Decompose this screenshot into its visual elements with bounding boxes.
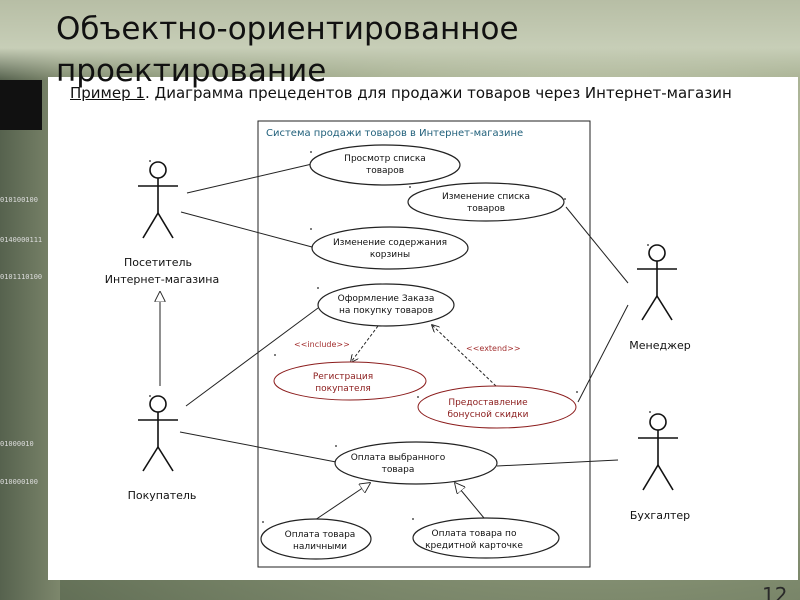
use-case-change-cart-label-2: корзины bbox=[370, 250, 410, 260]
use-case-pay-card-label-1: Оплата товара по bbox=[432, 529, 517, 539]
background-top-band bbox=[0, 0, 800, 80]
include-stereotype-label: <<include>> bbox=[294, 340, 350, 349]
generalization-cash-pay bbox=[314, 483, 370, 521]
actor-manager-label: Менеджер bbox=[629, 339, 691, 352]
use-case-view-list: Просмотр списка товаров bbox=[309, 144, 461, 186]
use-case-pay-card-label-2: кредитной карточке bbox=[425, 541, 523, 551]
use-case-view-list-label-1: Просмотр списка bbox=[344, 154, 426, 164]
use-case-pay-label-2: товара bbox=[382, 465, 415, 475]
decorative-dark-square bbox=[0, 80, 42, 130]
use-case-view-list-label-2: товаров bbox=[366, 166, 404, 176]
actor-accountant-figure bbox=[638, 413, 678, 491]
actor-buyer-figure bbox=[138, 395, 178, 472]
use-case-bonus: Предоставление бонусной скидки bbox=[417, 385, 577, 429]
diagram-subtitle: Пример 1. Диаграмма прецедентов для прод… bbox=[70, 84, 790, 120]
background-binary-text: 010100100 bbox=[0, 196, 38, 204]
line-buyer-order bbox=[185, 307, 319, 407]
line-manager-change-list bbox=[565, 206, 629, 284]
use-case-pay: Оплата выбранного товара bbox=[334, 441, 498, 485]
system-boundary bbox=[257, 120, 591, 568]
use-case-order-label-1: Оформление Заказа bbox=[338, 294, 435, 304]
generalization-card-pay bbox=[455, 483, 485, 519]
use-case-pay-label-1: Оплата выбранного bbox=[351, 453, 446, 463]
association-lines bbox=[179, 163, 629, 467]
actor-accountant-label: Бухгалтер bbox=[630, 509, 690, 522]
line-manager-bonus bbox=[577, 304, 629, 403]
background-binary-text: 01000010 bbox=[0, 440, 34, 448]
use-case-pay-card: Оплата товара по кредитной карточке bbox=[412, 517, 560, 559]
use-case-change-list-label-1: Изменение списка bbox=[442, 192, 530, 202]
use-case-order-label-2: на покупку товаров bbox=[339, 306, 433, 316]
slide-number: 12 bbox=[762, 583, 788, 600]
use-case-register-label-1: Регистрация bbox=[313, 372, 373, 382]
use-case-change-cart: Изменение содержания корзины bbox=[311, 226, 469, 270]
background-binary-text: 0140000111 bbox=[0, 236, 43, 244]
actor-visitor-label-2: Интернет-магазина bbox=[105, 273, 219, 286]
line-accountant-pay bbox=[496, 459, 619, 467]
actor-manager-figure bbox=[637, 244, 677, 321]
extend-arrow bbox=[432, 325, 497, 387]
use-case-order: Оформление Заказа на покупку товаров bbox=[317, 283, 455, 327]
line-buyer-pay bbox=[179, 431, 337, 463]
use-case-change-list-label-2: товаров bbox=[467, 204, 505, 214]
use-case-change-list: Изменение списка товаров bbox=[407, 182, 565, 222]
actor-visitor-label-1: Посетитель bbox=[124, 256, 192, 269]
background-binary-text: 010000100 bbox=[0, 478, 38, 486]
extend-stereotype-label: <<extend>> bbox=[466, 344, 521, 353]
subtitle-example-label: Пример 1 bbox=[70, 84, 145, 102]
line-visitor-change-cart bbox=[180, 211, 313, 248]
use-case-bonus-label-1: Предоставление bbox=[448, 398, 528, 408]
use-case-change-cart-label-1: Изменение содержания bbox=[333, 238, 447, 248]
include-arrow bbox=[351, 325, 379, 362]
line-visitor-view-list bbox=[186, 163, 313, 194]
anchor-dots bbox=[149, 151, 651, 523]
actor-buyer-label: Покупатель bbox=[128, 489, 197, 502]
use-case-register-label-2: покупателя bbox=[315, 384, 371, 394]
slide-title: Объектно-ориентированное проектирование bbox=[56, 11, 519, 89]
system-boundary-label: Система продажи товаров в Интернет-магаз… bbox=[266, 128, 523, 139]
background-binary-text: 0101110100 bbox=[0, 273, 43, 281]
actor-visitor-figure bbox=[138, 161, 178, 239]
use-case-bonus-label-2: бонусной скидки bbox=[447, 410, 528, 420]
subtitle-text: . Диаграмма прецедентов для продажи това… bbox=[144, 84, 732, 102]
use-case-pay-cash-label-2: наличными bbox=[293, 542, 347, 552]
use-case-pay-cash-label-1: Оплата товара bbox=[285, 530, 356, 540]
use-case-pay-cash: Оплата товара наличными bbox=[260, 518, 372, 560]
use-case-register: Регистрация покупателя bbox=[273, 361, 427, 401]
